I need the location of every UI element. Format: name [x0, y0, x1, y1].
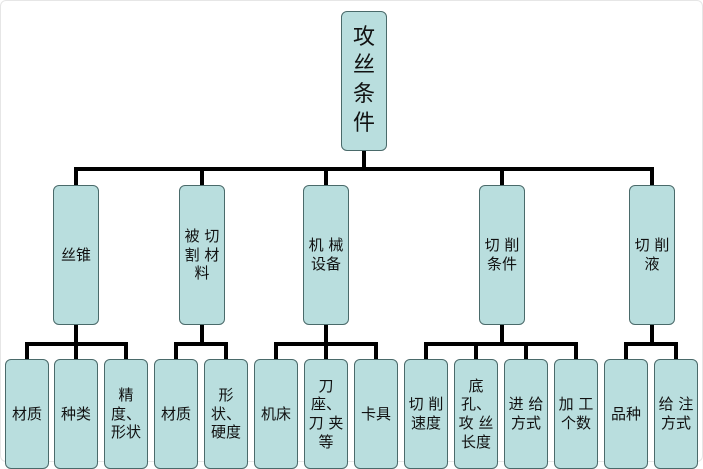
leaf-node: 种类 [54, 359, 98, 469]
leaf-label: 品种 [610, 404, 641, 423]
branch-node-coolant: 切 削 液 [629, 185, 675, 325]
leaf-node: 卡具 [354, 359, 398, 469]
leaf-label: 机床 [260, 404, 291, 423]
leaf-node: 精度、 形状 [104, 359, 148, 469]
root-node: 攻 丝 条 件 [341, 11, 387, 151]
leaf-label: 给 注 方式 [658, 395, 694, 432]
leaf-label: 底孔、 攻 丝 长度 [458, 376, 494, 451]
leaf-node: 切 削 速度 [404, 359, 448, 469]
branch-label: 机 械 设备 [308, 236, 344, 273]
root-label: 攻 丝 条 件 [352, 24, 375, 136]
leaf-node: 刀座、 刀 夹 等 [304, 359, 348, 469]
branch-label: 被 切 割 材 料 [184, 226, 220, 283]
branch-node-workpiece: 被 切 割 材 料 [179, 185, 225, 325]
leaf-node: 底孔、 攻 丝 长度 [454, 359, 498, 469]
leaf-node: 加 工 个数 [554, 359, 598, 469]
branch-label: 切 削 条件 [484, 236, 520, 273]
leaf-node: 材质 [154, 359, 198, 469]
leaf-label: 进 给 方式 [508, 395, 544, 432]
leaf-label: 切 削 速度 [408, 395, 444, 432]
leaf-node: 材质 [5, 359, 49, 469]
leaf-label: 材质 [11, 404, 42, 423]
leaf-label: 刀座、 刀 夹 等 [308, 376, 344, 451]
leaf-node: 进 给 方式 [504, 359, 548, 469]
branch-node-cutting-conditions: 切 削 条件 [479, 185, 525, 325]
branch-node-equipment: 机 械 设备 [303, 185, 349, 325]
leaf-label: 种类 [60, 404, 91, 423]
branch-label: 丝锥 [60, 245, 91, 264]
leaf-label: 卡具 [360, 404, 391, 423]
leaf-label: 形状、 硬度 [210, 385, 241, 442]
leaf-node: 形状、 硬度 [204, 359, 248, 469]
leaf-label: 加 工 个数 [558, 395, 594, 432]
branch-node-tap: 丝锥 [53, 185, 99, 325]
leaf-node: 机床 [254, 359, 298, 469]
leaf-label: 材质 [160, 404, 191, 423]
branch-label: 切 削 液 [634, 236, 670, 273]
leaf-node: 品种 [604, 359, 648, 469]
leaf-label: 精度、 形状 [110, 385, 141, 442]
leaf-node: 给 注 方式 [654, 359, 698, 469]
